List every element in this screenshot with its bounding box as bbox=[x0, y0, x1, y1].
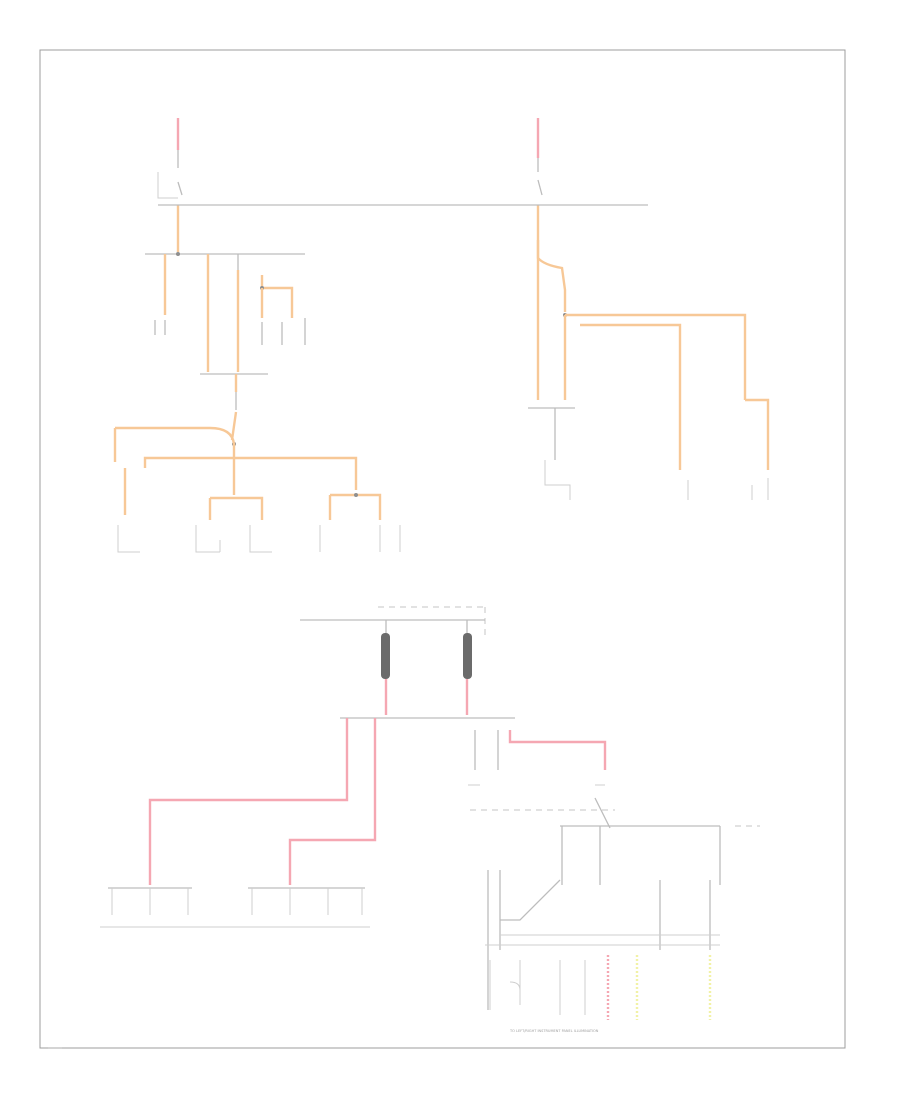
fuse-right bbox=[463, 633, 472, 679]
diagram-frame bbox=[39, 49, 846, 1049]
right-power-feed bbox=[536, 118, 543, 240]
fuse-block-outline bbox=[378, 606, 486, 640]
left-distribution-bus bbox=[115, 426, 236, 468]
lamp-group-right bbox=[248, 887, 365, 915]
left-power-feed bbox=[157, 118, 183, 252]
fuse-left bbox=[381, 633, 390, 679]
left-lower-loads bbox=[117, 525, 401, 553]
footer-label: TO LEFT/RIGHT INSTRUMENT PANEL ILLUMINAT… bbox=[509, 1029, 599, 1033]
lamp-group-left bbox=[108, 887, 192, 915]
right-distribution bbox=[536, 240, 567, 312]
